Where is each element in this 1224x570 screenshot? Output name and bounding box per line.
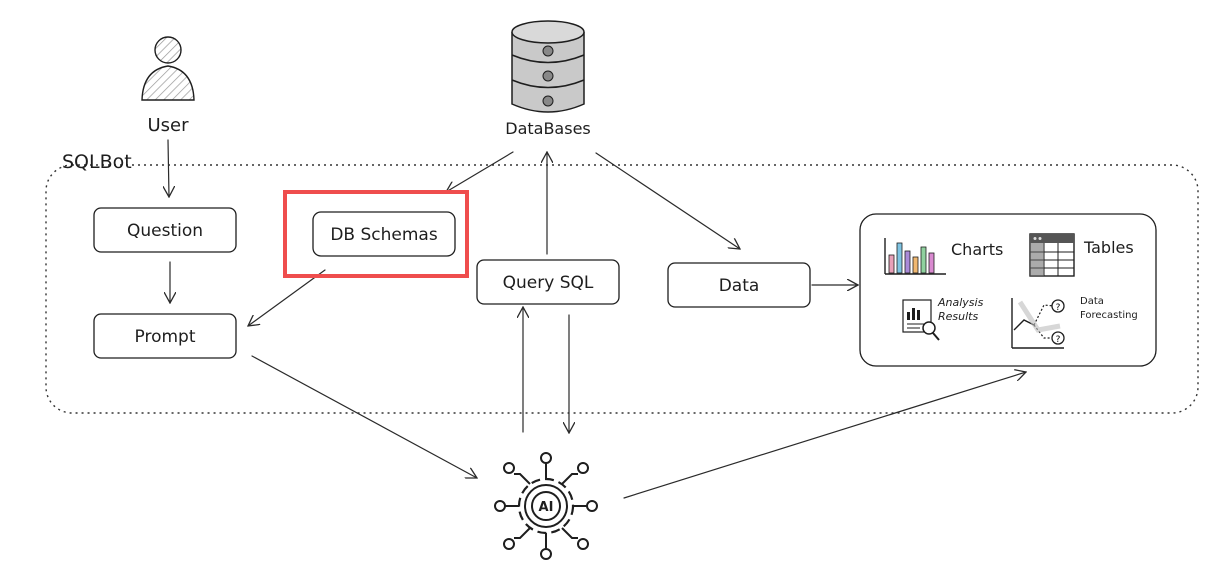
- question-node: Question: [93, 207, 237, 253]
- sqlbot-container: [45, 164, 1199, 414]
- databases-label: DataBases: [505, 119, 591, 138]
- analysis-label-line1: Analysis: [937, 296, 984, 309]
- edge-databases-dbschemas: [446, 151, 514, 192]
- ai-icon: AI: [494, 452, 598, 560]
- bar-chart-icon-bar: [920, 246, 927, 274]
- edge-dbschemas-prompt: [248, 269, 326, 326]
- user-icon: [141, 36, 195, 101]
- bar-chart-icon-bar: [896, 242, 903, 274]
- bar-chart-icon-bar: [888, 254, 895, 274]
- bar-chart-icon-bar: [904, 250, 911, 274]
- analysis-label-line2: Results: [938, 310, 978, 323]
- edge-user-question: [168, 139, 169, 197]
- bar-chart-icon: [884, 238, 946, 275]
- forecast-label-line1: Data: [1080, 296, 1104, 307]
- charts-label: Charts: [951, 240, 1003, 259]
- data-node: Data: [667, 262, 811, 308]
- db-schemas-highlight: [283, 190, 469, 278]
- query-sql-label: Query SQL: [503, 273, 594, 293]
- bar-chart-icon-bar: [912, 256, 919, 274]
- prompt-node: Prompt: [93, 313, 237, 359]
- prompt-label: Prompt: [135, 327, 196, 347]
- user-label: User: [147, 115, 189, 136]
- question-label: Question: [127, 221, 203, 241]
- edge-ai-results: [623, 372, 1026, 499]
- db-schemas-label: DB Schemas: [330, 225, 438, 245]
- edge-databases-data: [595, 152, 740, 249]
- svg-text:?: ?: [1056, 335, 1061, 345]
- database-icon: [511, 20, 585, 113]
- results-panel: Charts Tables Analysis Results: [859, 213, 1157, 367]
- edge-prompt-ai: [251, 355, 477, 478]
- analysis-report-icon: [902, 299, 940, 341]
- forecast-label-line2: Forecasting: [1080, 310, 1138, 321]
- data-label: Data: [719, 276, 760, 296]
- ai-icon-label: AI: [539, 500, 554, 515]
- sqlbot-label: SQLBot: [62, 151, 132, 173]
- db-schemas-node: DB Schemas: [283, 190, 469, 278]
- forecast-chart-icon: ? ?: [1011, 298, 1065, 349]
- bar-chart-icon-bar: [928, 252, 935, 274]
- query-sql-node: Query SQL: [476, 259, 620, 305]
- svg-text:?: ?: [1056, 303, 1061, 313]
- edges: [168, 139, 1026, 499]
- table-icon: [1029, 233, 1075, 277]
- tables-label: Tables: [1083, 238, 1134, 257]
